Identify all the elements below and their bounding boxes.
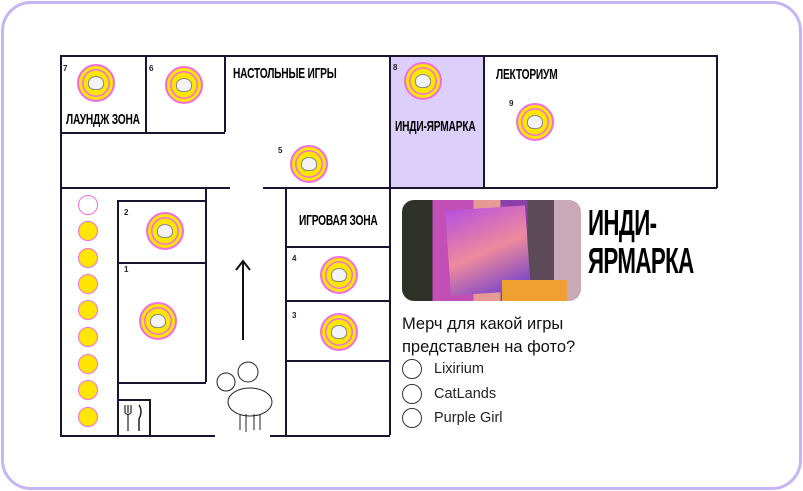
station-badge-6[interactable] [165, 66, 203, 104]
progress-dot [78, 300, 98, 320]
wall [285, 187, 287, 435]
character-icon [415, 74, 431, 88]
progress-dot [78, 221, 98, 241]
wall [270, 435, 390, 437]
station-number: 5 [278, 146, 283, 155]
option-label: Purple Girl [434, 410, 503, 426]
answer-option-catlands[interactable]: CatLands [402, 384, 496, 404]
zone-label-game-zone: ИГРОВАЯ ЗОНА [299, 212, 378, 229]
wall [60, 435, 215, 437]
radio-button[interactable] [402, 384, 422, 404]
character-icon [527, 115, 543, 129]
character-icon [150, 314, 166, 328]
station-badge-8[interactable] [404, 62, 442, 100]
station-badge-4[interactable] [320, 256, 358, 294]
wall [117, 200, 119, 435]
station-badge-1[interactable] [139, 302, 177, 340]
character-icon [157, 224, 173, 238]
wall [145, 55, 147, 132]
answer-option-lixirium[interactable]: Lixirium [402, 359, 484, 379]
option-label: CatLands [434, 386, 497, 402]
wall [60, 132, 225, 134]
radio-button[interactable] [402, 408, 422, 428]
progress-dot-empty [78, 195, 98, 215]
answer-option-purple-girl[interactable]: Purple Girl [402, 408, 503, 428]
wall [285, 360, 390, 362]
station-number: 7 [63, 64, 68, 73]
zone-label-board-games: НАСТОЛЬНЫЕ ИГРЫ [233, 65, 337, 82]
wall [389, 55, 391, 435]
fork-knife-icon [124, 404, 142, 431]
station-number: 1 [124, 265, 129, 274]
station-number: 2 [124, 208, 129, 217]
progress-dot [78, 407, 98, 427]
wall [117, 382, 206, 384]
wall [60, 55, 717, 57]
merch-photo [402, 200, 581, 301]
wall [117, 399, 150, 401]
wall [483, 55, 485, 188]
zone-label-indie-fair[interactable]: ИНДИ-ЯРМАРКА [395, 118, 476, 135]
radio-button[interactable] [402, 359, 422, 379]
progress-dot [78, 327, 98, 347]
character-icon [88, 76, 104, 90]
wall [60, 55, 62, 435]
station-badge-9[interactable] [516, 103, 554, 141]
option-label: Lixirium [434, 361, 484, 377]
character-icon [331, 325, 347, 339]
station-number: 8 [393, 63, 398, 72]
station-number: 4 [292, 254, 297, 263]
station-number: 3 [292, 311, 297, 320]
direction-arrow-icon [235, 259, 251, 340]
quiz-question: Мерч для какой игры представлен на фото? [402, 315, 576, 356]
progress-dot [78, 274, 98, 294]
character-icon [301, 157, 317, 171]
wall [60, 187, 230, 189]
progress-dot [78, 248, 98, 268]
wall [149, 399, 151, 435]
station-badge-3[interactable] [320, 313, 358, 351]
panel-title: ИНДИ-ЯРМАРКА [588, 202, 694, 281]
wall [117, 262, 206, 264]
progress-dot [78, 380, 98, 400]
wall [285, 246, 390, 248]
station-badge-7[interactable] [77, 64, 115, 102]
zone-label-lectorium: ЛЕКТОРИУМ [496, 66, 558, 83]
character-icon [176, 78, 192, 92]
wall [716, 55, 718, 188]
zone-label-lounge: ЛАУНДЖ ЗОНА [66, 111, 140, 128]
wall [224, 55, 226, 132]
wall [263, 187, 717, 189]
station-number: 9 [509, 99, 514, 108]
station-badge-2[interactable] [146, 212, 184, 250]
progress-dot [78, 354, 98, 374]
wall [117, 200, 206, 202]
wall [285, 300, 390, 302]
visitor-character-icon [216, 361, 273, 432]
wall [205, 187, 207, 382]
station-badge-5[interactable] [290, 145, 328, 183]
station-number: 6 [149, 64, 154, 73]
character-icon [331, 268, 347, 282]
